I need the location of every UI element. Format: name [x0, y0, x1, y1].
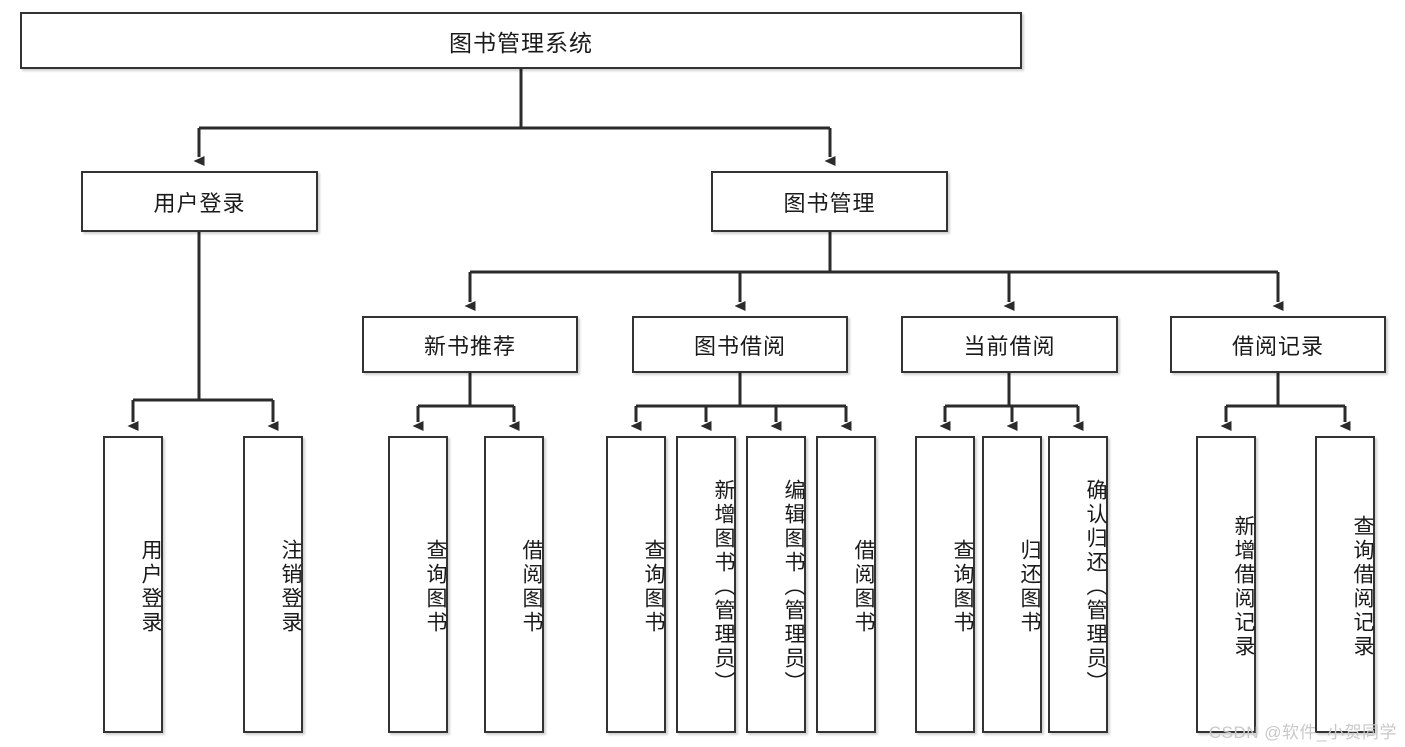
leaf-user-login[interactable]: 用户登录	[103, 436, 163, 733]
edges-book-borrow	[630, 373, 852, 431]
edges-new-book-rec	[412, 373, 520, 431]
leaf-borrow-book-recommend[interactable]: 借阅图书	[484, 436, 544, 733]
edges-root	[193, 69, 836, 166]
node-book-manage[interactable]: 图书管理	[711, 171, 948, 232]
leaf-add-borrow-record[interactable]: 新增借阅记录	[1196, 436, 1256, 733]
edges-user-login	[127, 232, 279, 431]
node-current-borrow[interactable]: 当前借阅	[901, 316, 1118, 373]
leaf-confirm-return-admin[interactable]: 确认归还（管理员）	[1048, 436, 1108, 733]
leaf-query-book-recommend[interactable]: 查询图书	[388, 436, 448, 733]
leaf-query-book-borrow[interactable]: 查询图书	[606, 436, 666, 733]
node-borrow-record[interactable]: 借阅记录	[1170, 316, 1386, 373]
node-book-borrow[interactable]: 图书借阅	[632, 316, 848, 373]
leaf-logout[interactable]: 注销登录	[243, 436, 303, 733]
leaf-query-borrow-record[interactable]: 查询借阅记录	[1315, 436, 1375, 733]
leaf-query-book-current[interactable]: 查询图书	[915, 436, 975, 733]
watermark-text: CSDN @软件_小贺同学	[1208, 723, 1397, 742]
node-user-login[interactable]: 用户登录	[81, 171, 318, 232]
node-root[interactable]: 图书管理系统	[20, 12, 1022, 69]
leaf-edit-book-admin[interactable]: 编辑图书（管理员）	[746, 436, 806, 733]
leaf-return-book[interactable]: 归还图书	[982, 436, 1042, 733]
leaf-add-book-admin[interactable]: 新增图书（管理员）	[676, 436, 736, 733]
edges-book-manage	[464, 232, 1284, 311]
node-new-book-recommend[interactable]: 新书推荐	[362, 316, 578, 373]
leaf-borrow-book[interactable]: 借阅图书	[816, 436, 876, 733]
edges-current-borrow	[939, 373, 1084, 431]
edges-borrow-record	[1220, 373, 1351, 431]
